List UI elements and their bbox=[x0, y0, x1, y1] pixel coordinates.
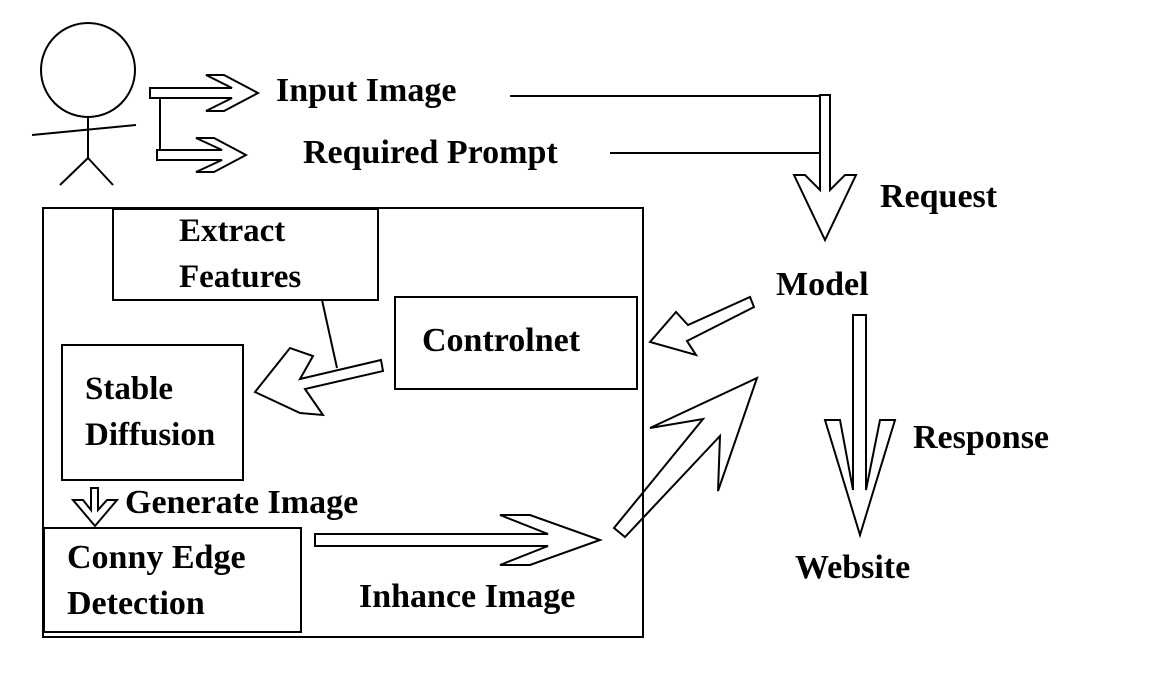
controlnet-to-diffusion-arrow-icon bbox=[253, 346, 385, 417]
controlnet-label: Controlnet bbox=[422, 322, 581, 359]
request-lines bbox=[510, 95, 820, 154]
extract-features-box: Extract Features bbox=[112, 208, 379, 301]
conny-to-inhance-arrow-icon bbox=[314, 514, 603, 566]
model-to-controlnet-arrow-icon bbox=[648, 295, 756, 357]
generate-image-label: Generate Image bbox=[125, 484, 359, 521]
conny-edge-detection-label: Conny Edge Detection bbox=[67, 539, 246, 622]
request-label: Request bbox=[880, 178, 998, 215]
user-stick-figure-icon bbox=[31, 22, 137, 186]
required-prompt-arrow-icon bbox=[156, 137, 249, 173]
extract-features-label: Extract Features bbox=[179, 213, 302, 295]
generate-image-arrow-icon bbox=[70, 487, 120, 528]
request-arrow-icon bbox=[792, 94, 858, 243]
stable-diffusion-label: Stable Diffusion bbox=[85, 371, 216, 453]
inhance-to-model-arrow-icon bbox=[612, 376, 759, 539]
controlnet-box: Controlnet bbox=[394, 296, 638, 390]
required-prompt-label: Required Prompt bbox=[303, 134, 558, 171]
website-label: Website bbox=[795, 549, 911, 586]
stable-diffusion-box: Stable Diffusion bbox=[61, 344, 244, 481]
model-label: Model bbox=[776, 266, 869, 303]
conny-edge-detection-box: Conny Edge Detection bbox=[43, 527, 302, 633]
features-link-line bbox=[321, 299, 338, 369]
input-image-label: Input Image bbox=[276, 72, 457, 109]
response-label: Response bbox=[913, 419, 1050, 456]
inhance-image-label: Inhance Image bbox=[359, 578, 576, 615]
response-arrow-icon bbox=[823, 314, 897, 539]
input-image-arrow-icon bbox=[149, 74, 261, 112]
